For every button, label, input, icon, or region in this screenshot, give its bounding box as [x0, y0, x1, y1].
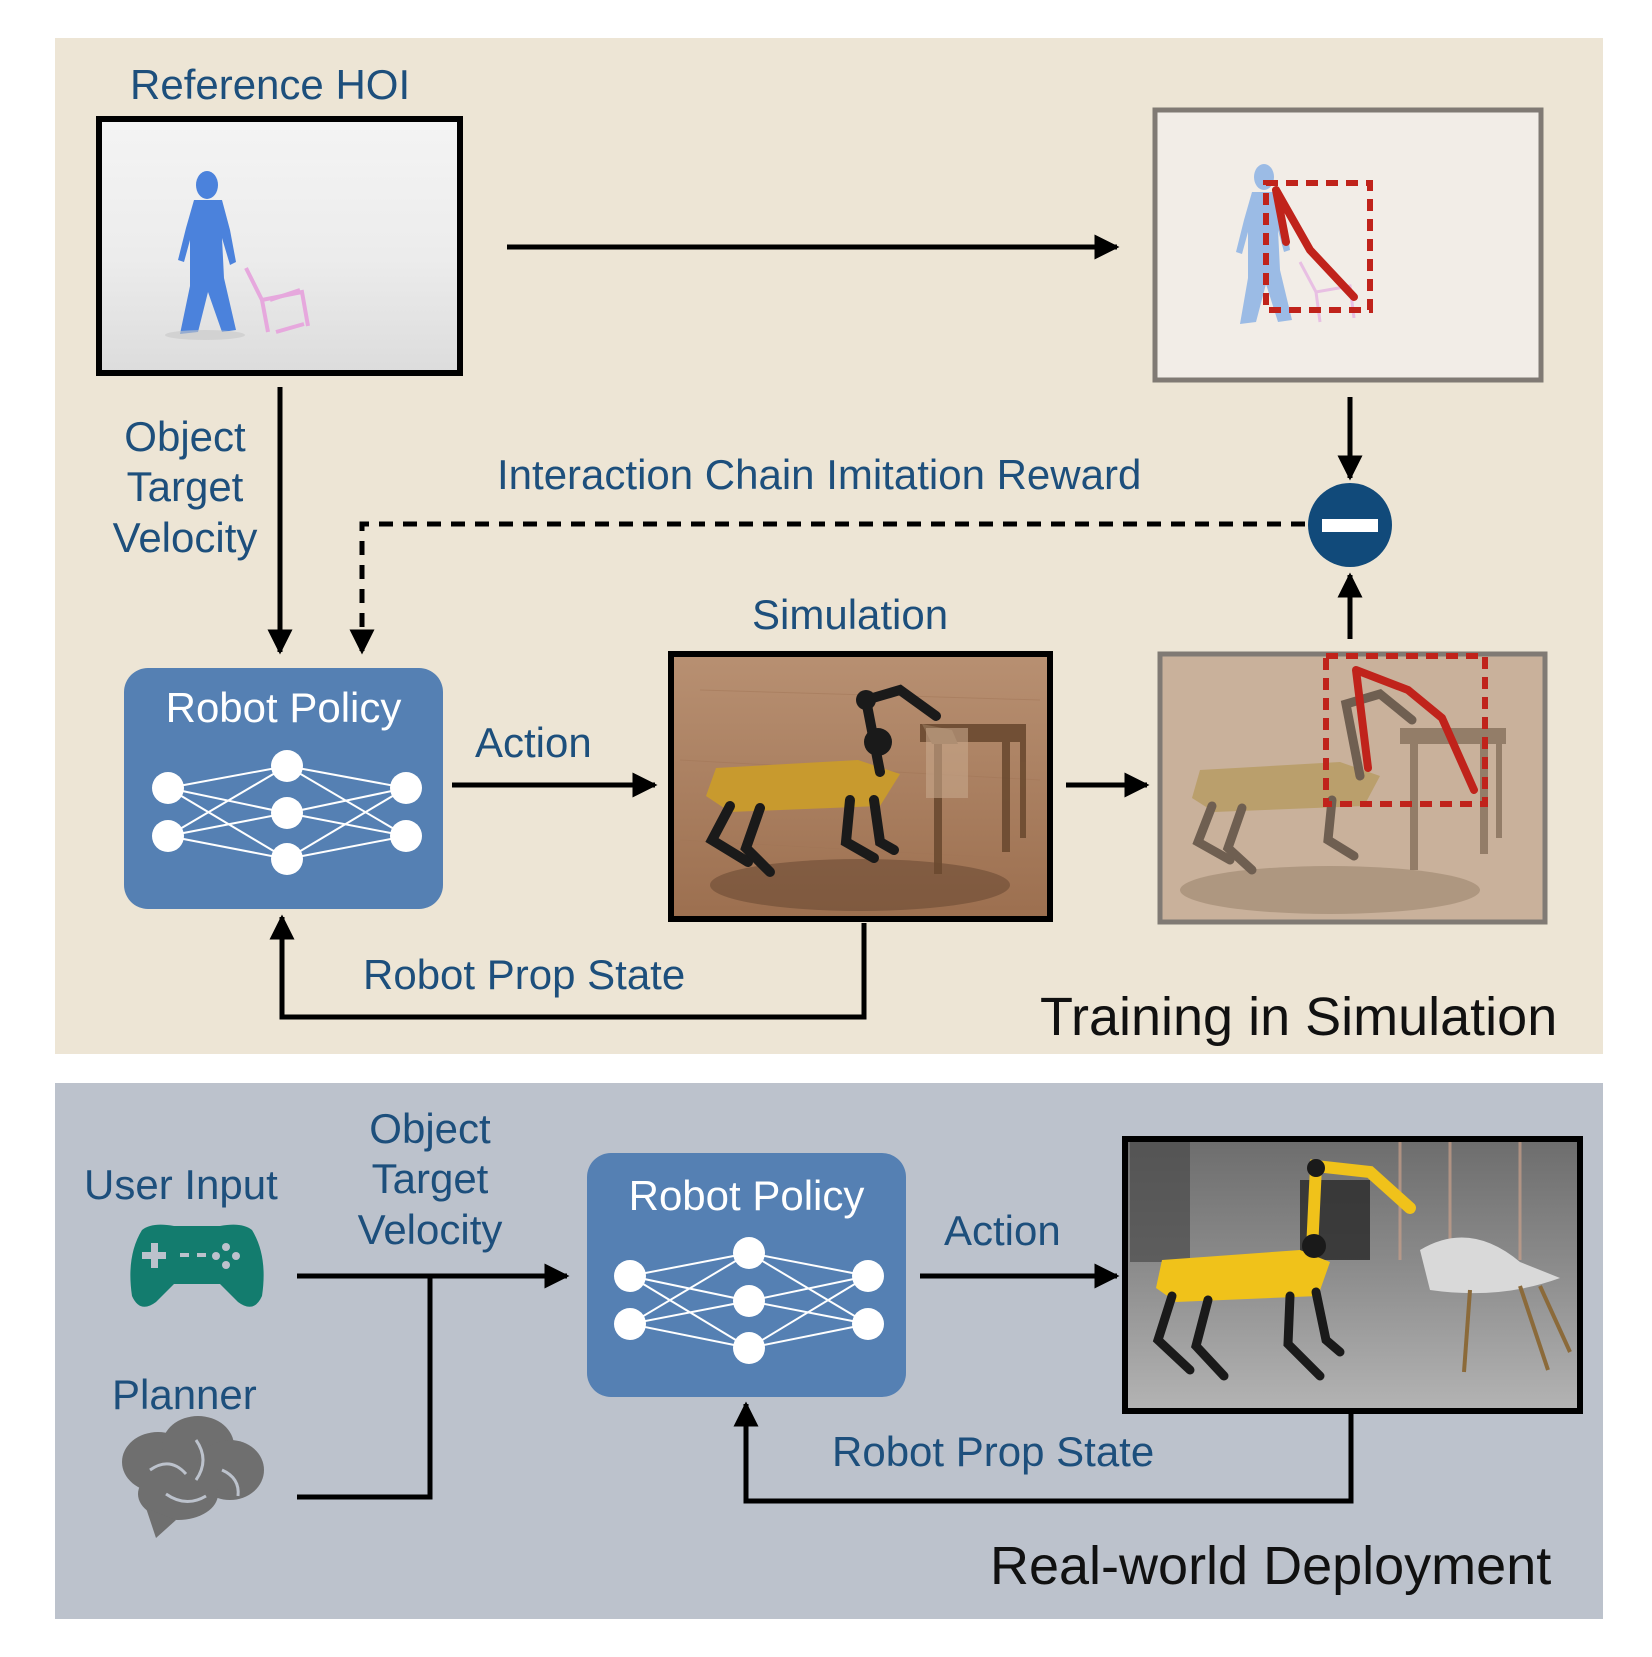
- simulation-chain-image: [1157, 651, 1548, 925]
- deployment-policy-label: Robot Policy: [628, 1172, 865, 1219]
- deployment-action-label: Action: [944, 1207, 1061, 1254]
- real-robot: [1156, 1250, 1330, 1302]
- interaction-chain: [1272, 186, 1358, 301]
- human-figure: [178, 171, 236, 334]
- reference-hoi-label: Reference HOI: [130, 61, 411, 108]
- training-prop-state-label: Robot Prop State: [363, 951, 686, 998]
- deployment-prop-state-label: Robot Prop State: [832, 1428, 1155, 1475]
- deploy-otv-line-3: Velocity: [357, 1205, 503, 1253]
- neural-net-icon: [152, 750, 422, 875]
- training-action-label: Action: [475, 719, 592, 766]
- reference-hoi-image: [96, 116, 463, 376]
- reference-chain-image: [1152, 107, 1544, 383]
- interaction-chain-box: [1263, 180, 1373, 313]
- simulation-image: [668, 651, 1053, 922]
- brain-icon: [122, 1416, 264, 1538]
- gamepad-icon: [130, 1224, 264, 1307]
- minus-node: [1308, 483, 1392, 567]
- deploy-object-target-velocity-label: Object Target Velocity: [340, 1104, 520, 1255]
- otv-line-1: Object: [124, 413, 246, 460]
- sim-chain-box: [1323, 653, 1488, 807]
- reward-label: Interaction Chain Imitation Reward: [497, 451, 1142, 498]
- sim-interaction-chain: [1352, 666, 1478, 794]
- object-target-velocity-label: Object Target Velocity: [100, 412, 270, 563]
- training-policy-label: Robot Policy: [165, 684, 402, 731]
- deployment-robot-policy-box: [587, 1153, 906, 1397]
- deployment-section-title: Real-world Deployment: [990, 1536, 1552, 1596]
- deploy-otv-line-1: Object: [369, 1105, 491, 1152]
- training-section-title: Training in Simulation: [1040, 987, 1558, 1047]
- deploy-otv-line-2: Target: [371, 1155, 489, 1203]
- training-arrows: [267, 234, 1363, 1020]
- simulation-label: Simulation: [752, 591, 949, 638]
- otv-line-3: Velocity: [112, 513, 258, 561]
- otv-line-2: Target: [126, 463, 244, 511]
- training-robot-policy-box: [124, 668, 443, 909]
- planner-label: Planner: [112, 1371, 257, 1418]
- deployment-arrows: [297, 1263, 1354, 1504]
- user-input-label: User Input: [84, 1161, 278, 1208]
- chair-outline: [244, 267, 310, 334]
- neural-net-icon: [614, 1237, 884, 1364]
- real-world-image: [1122, 1136, 1583, 1414]
